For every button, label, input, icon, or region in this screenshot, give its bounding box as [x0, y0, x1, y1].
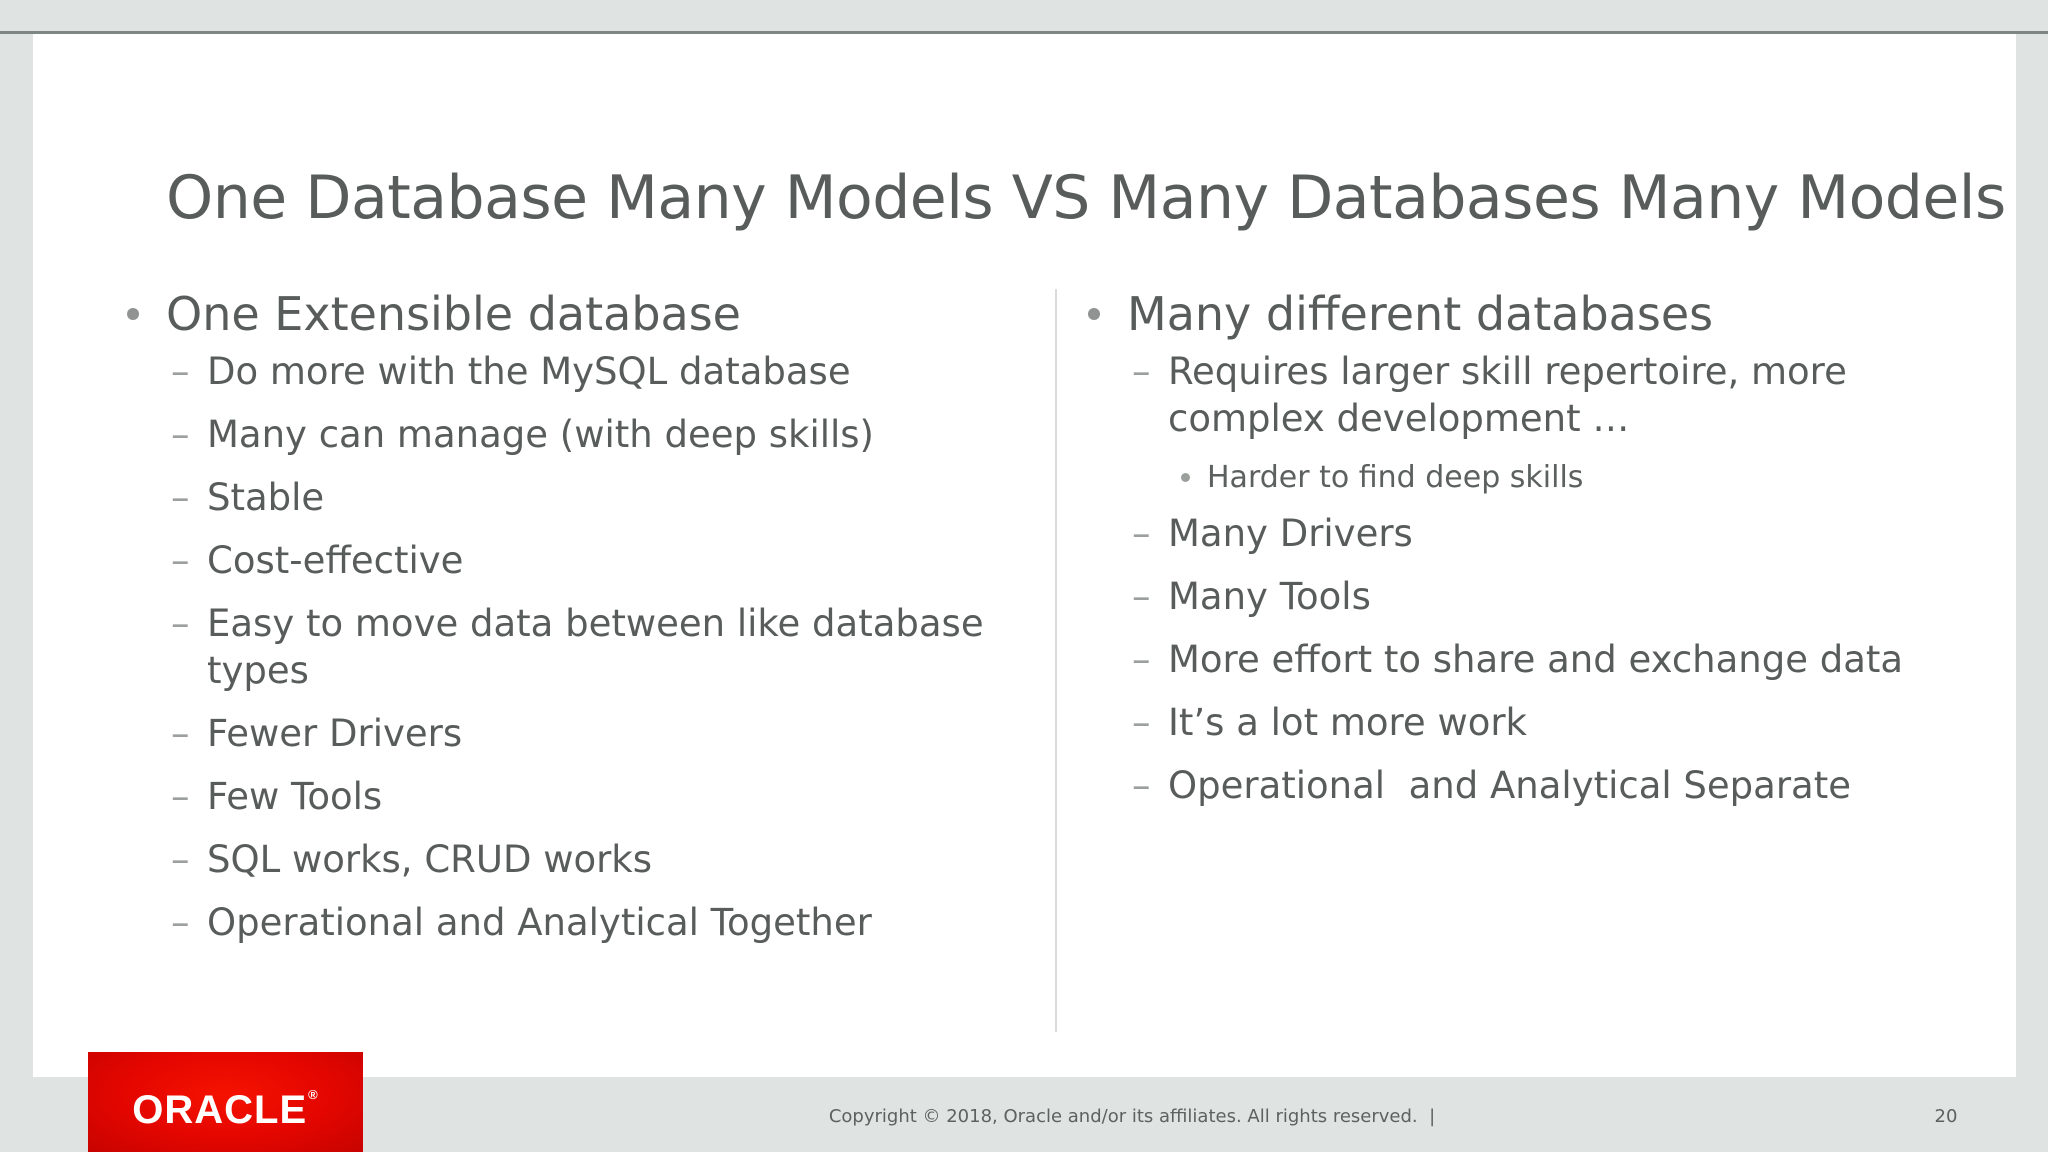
- dash-bullet-icon: –: [171, 413, 190, 456]
- dash-bullet-icon: –: [1132, 575, 1151, 618]
- dash-bullet-icon: –: [171, 539, 190, 582]
- list-item: –Many Drivers: [1088, 510, 1993, 557]
- dash-bullet-icon: –: [171, 901, 190, 944]
- dash-bullet-icon: –: [171, 476, 190, 519]
- slide-content-panel: One Database Many Models VS Many Databas…: [33, 34, 2016, 1077]
- bullet-icon: [1088, 308, 1100, 320]
- list-item: –Operational and Analytical Together: [127, 899, 1032, 946]
- list-item-text: Operational and Analytical Together: [207, 901, 872, 944]
- list-item: –More effort to share and exchange data: [1088, 636, 1993, 683]
- list-item-text: Easy to move data between like database …: [207, 602, 984, 692]
- list-item-text: Requires larger skill repertoire, more c…: [1168, 350, 1847, 440]
- column-divider: [1055, 289, 1057, 1032]
- list-item: –Cost-effective: [127, 537, 1032, 584]
- list-item-text: Few Tools: [207, 775, 383, 818]
- list-item: –It’s a lot more work: [1088, 699, 1993, 746]
- list-item-text: It’s a lot more work: [1168, 701, 1527, 744]
- right-column: Many different databases –Requires large…: [1088, 286, 1993, 825]
- dash-bullet-icon: –: [171, 602, 190, 645]
- top-rule-divider: [0, 31, 2048, 34]
- list-item-text: Many Tools: [1168, 575, 1371, 618]
- list-item: –SQL works, CRUD works: [127, 836, 1032, 883]
- list-item-text: Harder to find deep skills: [1207, 460, 1584, 495]
- dash-bullet-icon: –: [171, 712, 190, 755]
- list-item: –Many can manage (with deep skills): [127, 411, 1032, 458]
- left-column-heading: One Extensible database: [127, 286, 1032, 342]
- list-item: –Fewer Drivers: [127, 710, 1032, 757]
- oracle-logo-text: ORACLE®: [132, 1086, 319, 1132]
- list-item: –Do more with the MySQL database: [127, 348, 1032, 395]
- right-column-heading: Many different databases: [1088, 286, 1993, 342]
- left-column: One Extensible database –Do more with th…: [127, 286, 1032, 962]
- dash-bullet-icon: –: [1132, 350, 1151, 393]
- list-item-text: Fewer Drivers: [207, 712, 463, 755]
- list-item-text: More effort to share and exchange data: [1168, 638, 1904, 681]
- sub-list-item: Harder to find deep skills: [1088, 458, 1993, 497]
- sub-bullet-icon: [1181, 473, 1190, 482]
- list-item: –Few Tools: [127, 773, 1032, 820]
- list-item-text: Operational and Analytical Separate: [1168, 764, 1852, 807]
- list-item: –Operational and Analytical Separate: [1088, 762, 1993, 809]
- dash-bullet-icon: –: [1132, 764, 1151, 807]
- oracle-logo: ORACLE®: [88, 1052, 363, 1152]
- list-item-text: Cost-effective: [207, 539, 464, 582]
- copyright-text: Copyright © 2018, Oracle and/or its affi…: [828, 1106, 1436, 1127]
- bullet-icon: [127, 308, 139, 320]
- registered-mark: ®: [308, 1086, 319, 1102]
- list-item-text: SQL works, CRUD works: [207, 838, 653, 881]
- list-item: –Easy to move data between like database…: [127, 600, 1032, 694]
- page-number: 20: [1934, 1106, 1958, 1127]
- list-item: –Many Tools: [1088, 573, 1993, 620]
- list-item: –Requires larger skill repertoire, more …: [1088, 348, 1993, 442]
- heading-text: Many different databases: [1127, 287, 1714, 341]
- dash-bullet-icon: –: [171, 775, 190, 818]
- list-item-text: Many can manage (with deep skills): [207, 413, 874, 456]
- dash-bullet-icon: –: [171, 838, 190, 881]
- list-item-text: Many Drivers: [1168, 512, 1413, 555]
- dash-bullet-icon: –: [171, 350, 190, 393]
- dash-bullet-icon: –: [1132, 701, 1151, 744]
- heading-text: One Extensible database: [166, 287, 741, 341]
- slide-title: One Database Many Models VS Many Databas…: [166, 163, 2006, 233]
- dash-bullet-icon: –: [1132, 512, 1151, 555]
- dash-bullet-icon: –: [1132, 638, 1151, 681]
- list-item: –Stable: [127, 474, 1032, 521]
- list-item-text: Do more with the MySQL database: [207, 350, 851, 393]
- list-item-text: Stable: [207, 476, 325, 519]
